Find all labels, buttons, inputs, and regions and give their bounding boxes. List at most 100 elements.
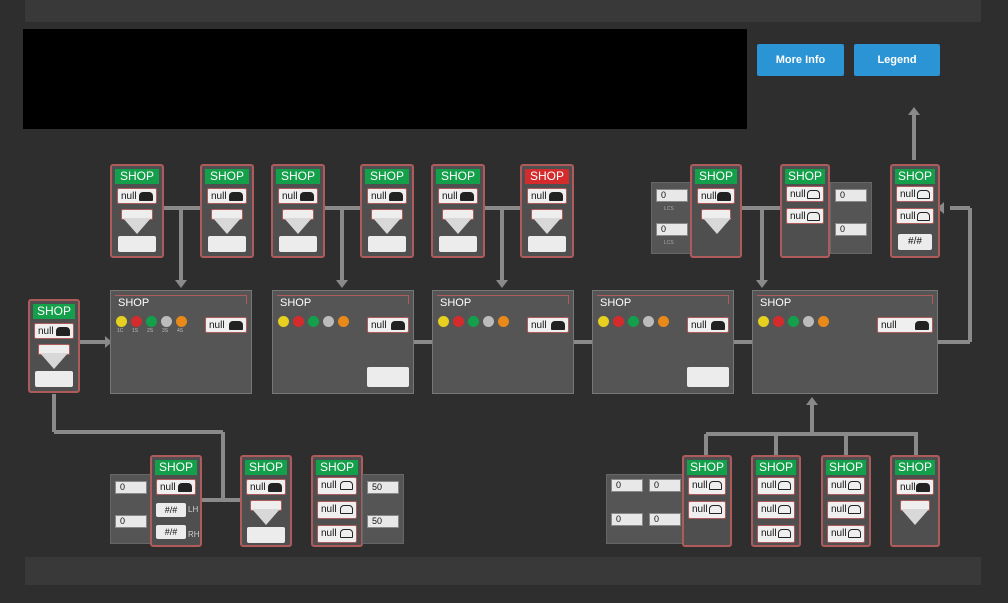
car-icon: [391, 321, 405, 330]
counter-box[interactable]: 50: [367, 481, 399, 494]
entry-station[interactable]: SHOP null: [28, 299, 80, 393]
shop-badge: SHOP: [245, 460, 287, 475]
null-value-box: null: [317, 477, 357, 495]
car-outline-icon: [778, 481, 791, 490]
lower-right-station-4[interactable]: SHOP null: [890, 455, 940, 547]
station-num: 4S: [177, 328, 184, 334]
process-block-1[interactable]: SHOP null: [110, 290, 252, 394]
upper-station-4[interactable]: SHOP null: [360, 164, 414, 258]
null-value-box: null: [367, 317, 409, 333]
upper-right-station-1[interactable]: SHOP null: [690, 164, 742, 258]
car-icon: [229, 321, 243, 330]
shop-badge: SHOP: [687, 460, 727, 475]
process-block-3[interactable]: SHOP null: [432, 290, 574, 394]
car-outline-icon: [807, 190, 820, 199]
counter-box[interactable]: 0: [649, 513, 681, 526]
funnel-icon: [123, 218, 151, 234]
input-slot[interactable]: [118, 236, 156, 252]
car-outline-icon: [709, 505, 722, 514]
go-icon: [788, 316, 799, 327]
input-slot[interactable]: [35, 371, 73, 387]
car-outline-icon: [340, 505, 353, 514]
station-num: 2S: [147, 328, 154, 334]
null-value-box: null: [757, 501, 795, 519]
null-value-box: null: [156, 479, 196, 495]
lower-station-1[interactable]: SHOP null #/# #/#: [150, 455, 202, 547]
legend-button[interactable]: Legend: [854, 44, 940, 76]
input-slot[interactable]: [367, 367, 409, 387]
input-slot[interactable]: [279, 236, 317, 252]
counter-box[interactable]: 0: [611, 513, 643, 526]
null-value-box: null: [896, 479, 934, 495]
blocked-icon: [176, 316, 187, 327]
upper-station-2[interactable]: SHOP null: [200, 164, 254, 258]
tool-icon: [598, 316, 609, 327]
blocked-icon: [338, 316, 349, 327]
side-label: RH: [188, 530, 200, 539]
null-value-box: null: [757, 477, 795, 495]
process-block-5[interactable]: SHOP null: [752, 290, 938, 394]
lower-right-station-1[interactable]: SHOP null null: [682, 455, 732, 547]
blocked-icon: [818, 316, 829, 327]
input-slot[interactable]: [528, 236, 566, 252]
null-value-box: null: [786, 208, 824, 224]
upper-station-3[interactable]: SHOP null: [271, 164, 325, 258]
input-slot[interactable]: [439, 236, 477, 252]
counter-box[interactable]: 50: [367, 515, 399, 528]
process-block-4[interactable]: SHOP null: [592, 290, 734, 394]
car-icon: [549, 192, 563, 201]
lower-station-2[interactable]: SHOP null: [240, 455, 292, 547]
go-icon: [628, 316, 639, 327]
null-value-box: null: [207, 188, 247, 204]
null-value-box: null: [687, 317, 729, 333]
idle-icon: [161, 316, 172, 327]
funnel-icon: [373, 218, 401, 234]
input-slot[interactable]: [247, 527, 285, 543]
counter-box[interactable]: 0: [835, 189, 867, 202]
funnel-icon: [703, 218, 731, 234]
car-outline-icon: [848, 481, 861, 490]
input-slot[interactable]: [368, 236, 406, 252]
stop-icon: [773, 316, 784, 327]
upper-right-station-3[interactable]: SHOP null null #/#: [890, 164, 940, 258]
hash-box[interactable]: #/#: [156, 503, 186, 517]
car-outline-icon: [917, 212, 930, 221]
null-value-box: null: [827, 525, 865, 543]
idle-icon: [643, 316, 654, 327]
input-slot[interactable]: [208, 236, 246, 252]
funnel-icon: [284, 218, 312, 234]
process-block-2[interactable]: SHOP null: [272, 290, 414, 394]
funnel-icon: [901, 509, 929, 525]
counter-box[interactable]: 0: [656, 223, 688, 236]
upper-station-5[interactable]: SHOP null: [431, 164, 485, 258]
upper-station-6[interactable]: SHOP null: [520, 164, 574, 258]
upper-station-1[interactable]: SHOP null: [110, 164, 164, 258]
blocked-icon: [498, 316, 509, 327]
counter-box[interactable]: 0: [115, 515, 147, 528]
more-info-button[interactable]: More Info: [757, 44, 844, 76]
car-icon: [300, 192, 314, 201]
car-icon: [389, 192, 403, 201]
counter-box[interactable]: 0: [115, 481, 147, 494]
lower-right-station-2[interactable]: SHOP null null null: [751, 455, 801, 547]
funnel-icon: [444, 218, 472, 234]
null-value-box: null: [896, 208, 934, 224]
null-value-box: null: [34, 323, 74, 339]
idle-icon: [803, 316, 814, 327]
counter-box[interactable]: 0: [649, 479, 681, 492]
car-outline-icon: [340, 481, 353, 490]
counter-box[interactable]: 0: [656, 189, 688, 202]
counter-box[interactable]: 0: [835, 223, 867, 236]
hash-box[interactable]: #/#: [156, 525, 186, 539]
lower-station-3[interactable]: SHOP null null null: [311, 455, 363, 547]
hash-box[interactable]: #/#: [898, 234, 932, 250]
upper-right-station-2[interactable]: SHOP null null: [780, 164, 830, 258]
input-slot[interactable]: [687, 367, 729, 387]
go-icon: [468, 316, 479, 327]
counter-box[interactable]: 0: [611, 479, 643, 492]
shop-badge: SHOP: [436, 169, 480, 184]
null-value-box: null: [757, 525, 795, 543]
car-icon: [717, 192, 731, 201]
car-outline-icon: [848, 505, 861, 514]
lower-right-station-3[interactable]: SHOP null null null: [821, 455, 871, 547]
